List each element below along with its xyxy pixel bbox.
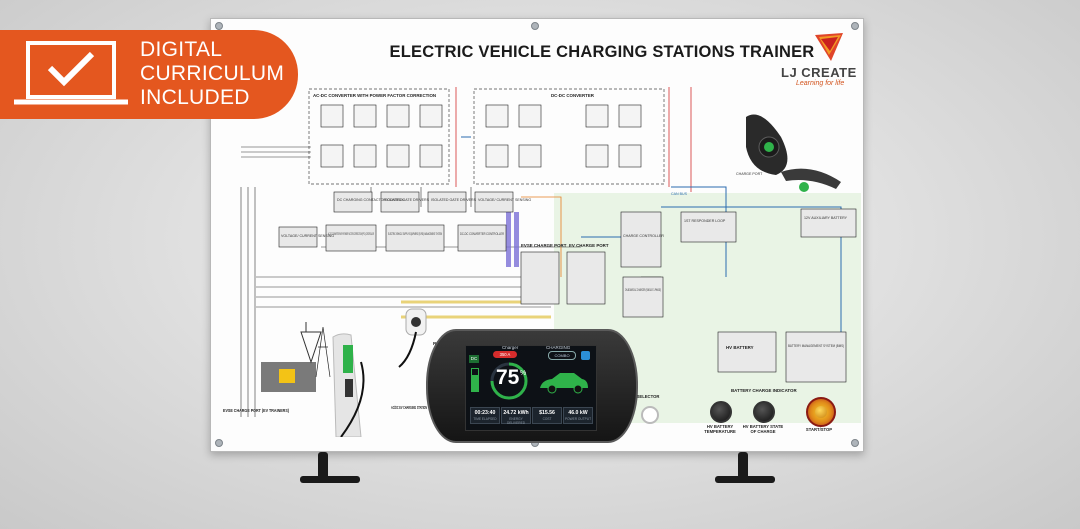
battery-level-icon <box>471 368 479 392</box>
trainer-panel: ELECTRIC VEHICLE CHARGING STATIONS TRAIN… <box>210 18 864 452</box>
dcdc-controller-label: DC-DC CONVERTER CONTROLLER <box>460 232 504 236</box>
stand-leg-left <box>318 452 328 480</box>
can-bus-label: CAN BUS <box>671 192 688 196</box>
panel-screw <box>215 22 223 30</box>
vcs-label: VOLTAGE/ CURRENT SENSING <box>478 198 531 202</box>
panel-title: ELECTRIC VEHICLE CHARGING STATIONS TRAIN… <box>389 43 815 61</box>
wall-charger-graphic <box>398 308 427 368</box>
panel-screw <box>851 439 859 447</box>
stand-foot-right <box>715 476 775 483</box>
panel-screw <box>215 439 223 447</box>
digital-curriculum-badge: DIGITAL CURRICULUM INCLUDED <box>0 30 298 119</box>
charge-port-label: CHARGE PORT <box>736 172 763 176</box>
badge-text-line2: CURRICULUM <box>140 62 285 85</box>
connector-icon <box>581 351 590 360</box>
badge-text-line1: DIGITAL <box>140 38 223 61</box>
charging-display: Charger CHARGING DC 350 A COMBO 75 % 00:… <box>426 329 638 443</box>
screen-header-right: CHARGING <box>546 345 571 350</box>
stand-foot-left <box>300 476 360 483</box>
battery-indicator-label: BATTERY CHARGE INDICATOR <box>731 388 797 393</box>
current-badge: 350 A <box>493 351 517 358</box>
stand-leg-right <box>738 452 748 480</box>
start-stop-button[interactable] <box>806 397 836 427</box>
acdc-pfc-box <box>308 88 450 185</box>
dcdc-box <box>473 88 665 185</box>
bms-label: BATTERY MANAGEMENT SYSTEM (BMS) <box>788 344 844 348</box>
display-screen[interactable]: Charger CHARGING DC 350 A COMBO 75 % 00:… <box>465 345 597 431</box>
evse-charge-port-label: EVSE CHARGE PORT <box>521 243 567 248</box>
panel-screw <box>851 22 859 30</box>
logo-text: LJ CREATE <box>781 65 857 80</box>
dc-mode-badge: DC <box>469 355 479 363</box>
check-laptop-icon <box>14 41 128 105</box>
lj-create-logo-icon <box>815 33 843 61</box>
onboard-charger-label: ON-BOARD AC CHARGER (SINGLE/ 3-PHASE) <box>625 288 661 292</box>
transformer-graphic <box>261 322 322 392</box>
selector-button[interactable] <box>641 406 659 424</box>
screen-header-left: Charger <box>502 345 519 350</box>
iso-gate-label: ISOLATED GATE DRIVERS <box>431 198 477 202</box>
selector-label: SELECTOR <box>636 394 660 399</box>
dcdc-label: DC-DC CONVERTER <box>551 93 595 98</box>
panel-screw <box>531 22 539 30</box>
acdc-pfc-label: AC-DC CONVERTER WITH POWER FACTOR CORREC… <box>313 93 436 98</box>
knob2-label: HV BATTERY STATE OF CHARGE <box>742 424 784 434</box>
evse-management-label: ELECTRIC VEHICLE SUPPLY EQUIPMENT (EVSE)… <box>388 232 442 236</box>
dc-contactor-label: DC CHARGING CONTACTOR CONTROL <box>337 198 405 202</box>
iso-gate-label: ISOLATED GATE DRIVERS <box>384 198 430 202</box>
dc-charging-station-graphic <box>332 333 365 437</box>
hv-battery-temperature-knob[interactable] <box>710 401 732 423</box>
aux-battery-label: 12V AUXILIARY BATTERY <box>804 216 848 220</box>
charge-port-graphic <box>746 114 841 192</box>
start-stop-label: START/STOP <box>805 427 833 432</box>
badge-text-line3: INCLUDED <box>140 86 250 109</box>
soc-value: 75 <box>496 366 520 389</box>
soc-unit: % <box>520 370 527 377</box>
evse-trainer-port-label: EVSE CHARGE PORT (EV TRAINERS) <box>223 408 289 413</box>
soc-ring-icon <box>490 362 528 400</box>
knob1-label: HV BATTERY TEMPERATURE <box>704 424 736 434</box>
vcs-left-label: VOLTAGE/ CURRENT SENSING <box>281 234 334 238</box>
charge-controller-label: CHARGE CONTROLLER <box>623 234 664 238</box>
ev-car-icon <box>540 373 588 394</box>
ev-charge-port-label: EV CHARGE PORT <box>569 243 609 248</box>
logo-tagline: Learning for life <box>796 80 845 87</box>
acdc-station-label: AC/DC EV CHARGING STATION <box>391 405 427 410</box>
hv-battery-label: HV BATTERY <box>726 345 754 350</box>
pfc-controller-label: AC-DC CONVERTER WITH POWER FACTOR CORREC… <box>328 232 374 236</box>
connector-badge: COMBO <box>548 351 576 360</box>
first-responder-label: 1ST RESPONDER LOOP <box>684 219 726 223</box>
hv-battery-soc-knob[interactable] <box>753 401 775 423</box>
